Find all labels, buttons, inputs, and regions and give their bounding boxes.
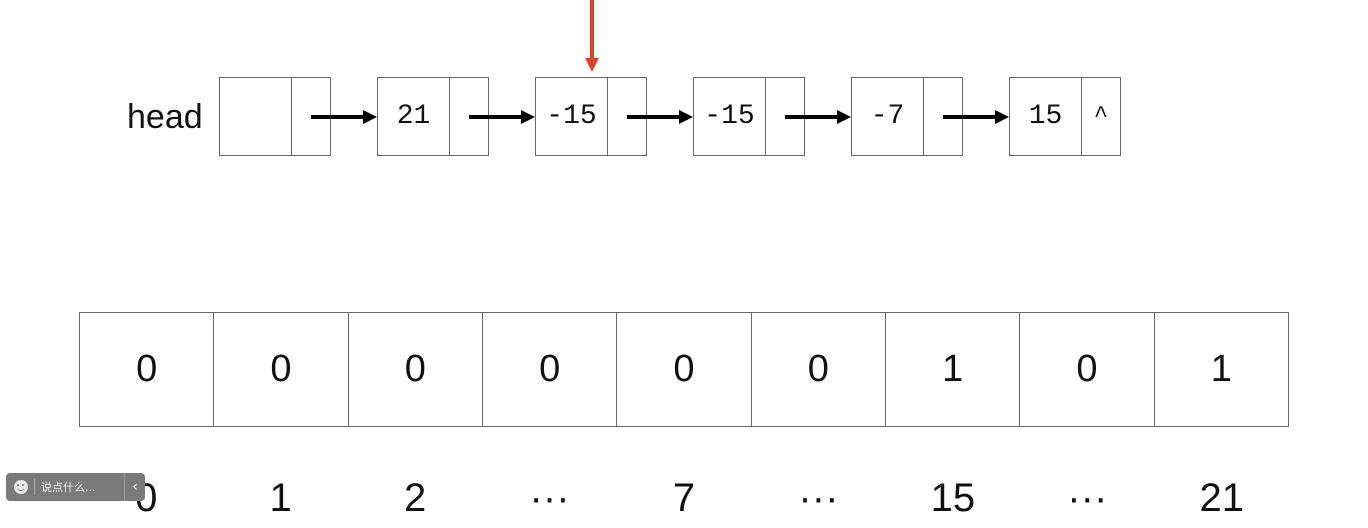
list-node: 21: [377, 77, 489, 156]
bitmap-index: 7: [672, 476, 696, 520]
bitmap-cell: 1: [1210, 348, 1232, 390]
next-arrow: [785, 110, 851, 124]
bitmap-index: ···: [798, 476, 839, 520]
bitmap-array: 0 0 0 0 0 0 1 0 1: [79, 312, 1289, 427]
bitmap-cell: 0: [349, 313, 483, 426]
node-next-null: ^: [1093, 103, 1109, 130]
bitmap-cell: 0: [1020, 313, 1155, 426]
node-value: -15: [536, 78, 608, 155]
bitmap-index: 2: [403, 476, 427, 520]
bitmap-index: 21: [1199, 476, 1244, 520]
current-node-pointer-arrow: [585, 0, 599, 74]
node-value: 15: [1010, 78, 1082, 155]
next-arrow: [469, 110, 535, 124]
bitmap-cell: 1: [886, 313, 1021, 426]
list-node: -15: [693, 77, 805, 156]
head-label: head: [127, 98, 203, 136]
bitmap-cell: 0: [483, 313, 618, 426]
bitmap-cell: 0: [617, 313, 752, 426]
next-arrow: [627, 110, 693, 124]
chat-placeholder[interactable]: 说点什么...: [41, 481, 96, 494]
bitmap-cell: 0: [752, 313, 886, 426]
divider: [34, 479, 35, 495]
chat-input-bar[interactable]: 说点什么... ‹: [6, 473, 145, 501]
bitmap-index: ···: [1067, 476, 1108, 520]
bitmap-index: 1: [269, 476, 292, 520]
node-value: -7: [852, 78, 924, 155]
next-arrow: [943, 110, 1009, 124]
bitmap-indices: 0 1 2 ··· 7 ··· 15 ··· 21: [79, 470, 1289, 528]
next-arrow: [311, 110, 377, 124]
emoji-icon[interactable]: [14, 480, 28, 494]
bitmap-index: 15: [930, 476, 976, 520]
bitmap-cell: 0: [80, 313, 215, 426]
node-value: [220, 78, 292, 155]
bitmap-index: ···: [529, 476, 570, 520]
bitmap-cell: 0: [214, 313, 349, 426]
list-node-tail: 15 ^: [1009, 77, 1121, 156]
node-value: -15: [694, 78, 766, 155]
node-value: 21: [378, 78, 450, 155]
chevron-left-icon[interactable]: ‹: [124, 473, 145, 501]
